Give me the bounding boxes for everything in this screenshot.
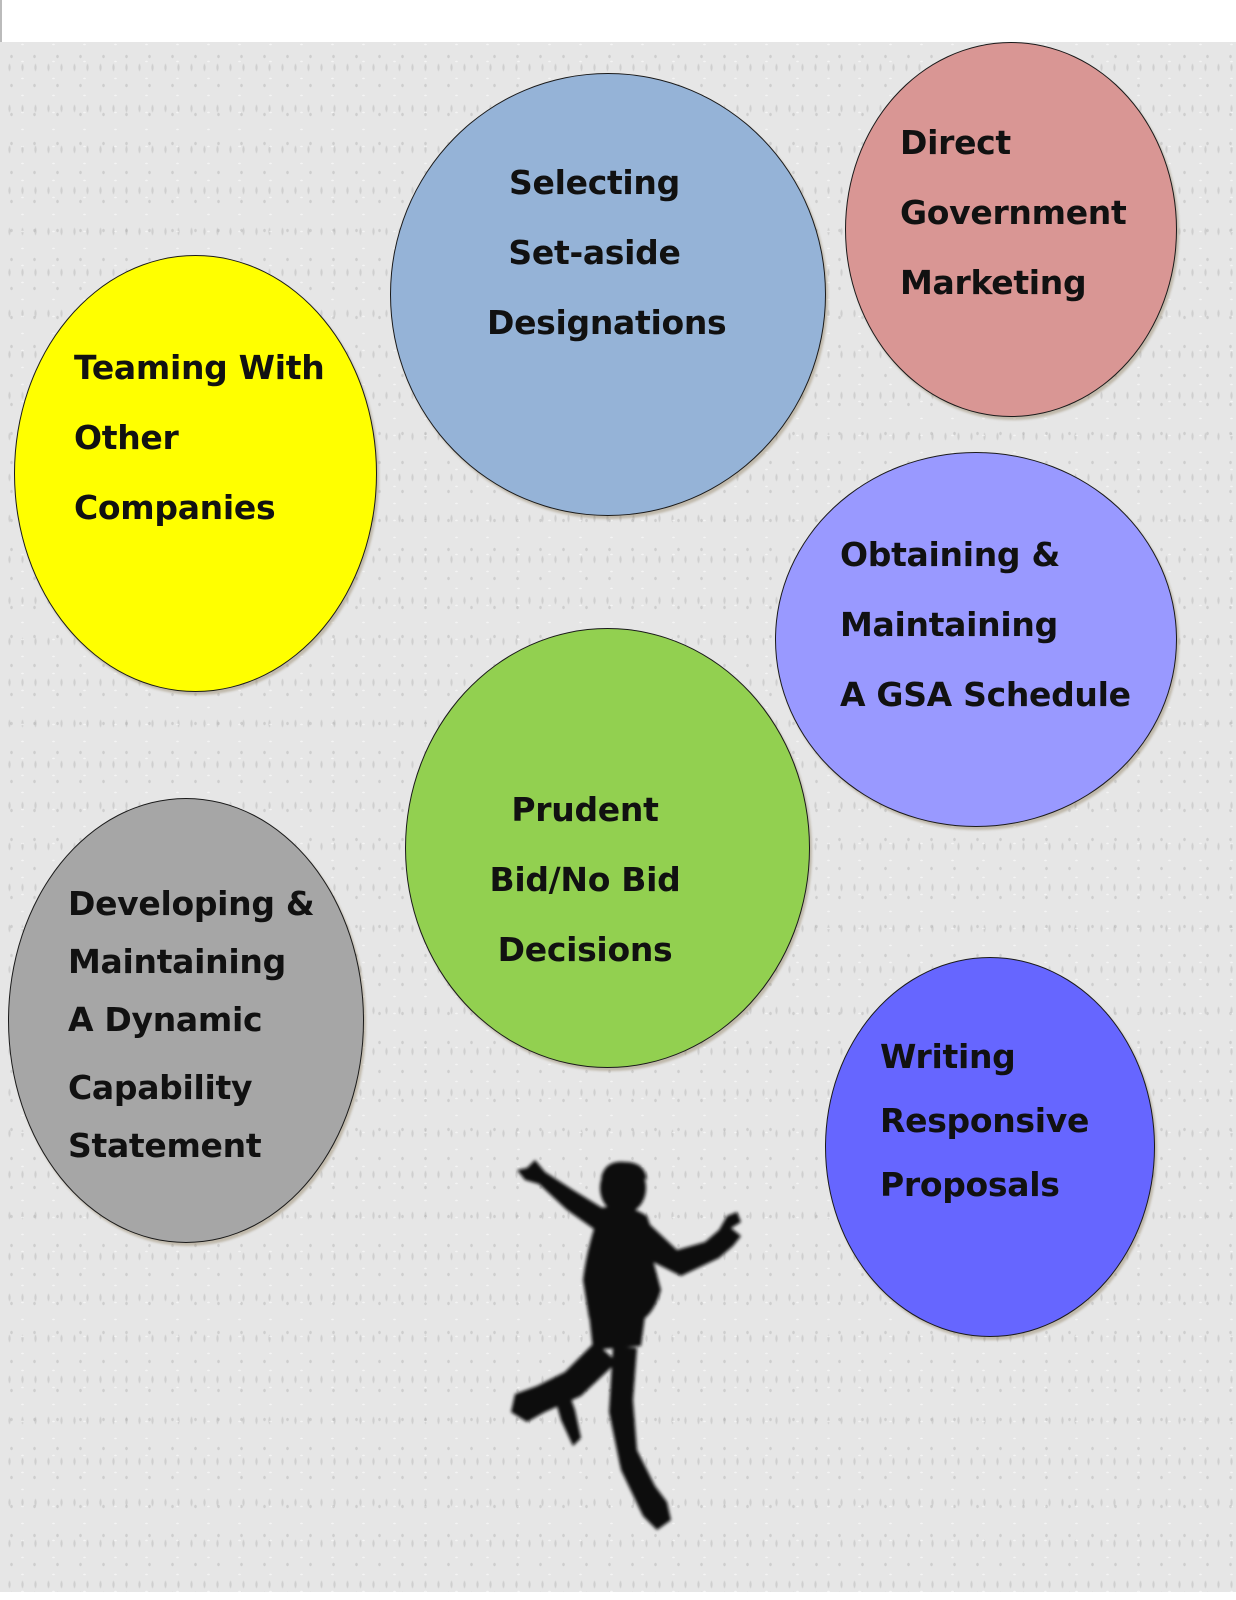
bubble-line: Capability bbox=[68, 1068, 253, 1107]
bubble-writing-responsive-proposals-text: Writing Responsive Proposals bbox=[880, 1025, 1089, 1217]
bubble-line: Prudent bbox=[511, 790, 659, 829]
bubble-set-aside-designations bbox=[390, 73, 826, 516]
bubble-bid-no-bid-decisions bbox=[405, 628, 810, 1068]
bubble-line: Designations bbox=[487, 303, 727, 342]
bubble-teaming-with-other-companies-text: Teaming With Other Companies bbox=[74, 333, 325, 543]
bubble-line: Statement bbox=[68, 1126, 262, 1165]
page-edge-line bbox=[0, 0, 2, 42]
bubble-line: Selecting bbox=[509, 163, 680, 202]
bubble-gsa-schedule bbox=[775, 452, 1177, 827]
jumping-person-silhouette-icon bbox=[511, 1160, 741, 1530]
bubble-line: Developing & bbox=[68, 884, 315, 923]
bubble-direct-government-marketing-text: Direct Government Marketing bbox=[900, 108, 1127, 318]
bubble-line: A Dynamic bbox=[68, 1000, 263, 1039]
bubble-line: Other bbox=[74, 418, 179, 457]
bubble-line: Teaming With bbox=[74, 348, 325, 387]
bubble-line: Companies bbox=[74, 488, 276, 527]
bubble-line: Marketing bbox=[900, 263, 1087, 302]
bubble-line: Proposals bbox=[880, 1165, 1060, 1204]
bubble-line: Maintaining bbox=[840, 605, 1058, 644]
bubble-gsa-schedule-text: Obtaining & Maintaining A GSA Schedule bbox=[840, 520, 1131, 730]
bubble-line: Responsive bbox=[880, 1101, 1090, 1140]
bubble-set-aside-designations-text: Selecting Set-aside Designations bbox=[487, 148, 727, 358]
bubble-line: A GSA Schedule bbox=[840, 675, 1131, 714]
bubble-line: Bid/No Bid bbox=[489, 860, 681, 899]
bubble-line: Obtaining & bbox=[840, 535, 1060, 574]
bubble-writing-responsive-proposals bbox=[825, 957, 1155, 1337]
bubble-teaming-with-other-companies bbox=[14, 255, 377, 692]
bubble-line: Government bbox=[900, 193, 1127, 232]
bubble-bid-no-bid-decisions-text: Prudent Bid/No Bid Decisions bbox=[480, 775, 690, 985]
bubble-line: Decisions bbox=[497, 930, 673, 969]
bubble-line: Maintaining bbox=[68, 942, 286, 981]
bubble-capability-statement-text: Developing & Maintaining A Dynamic Capab… bbox=[68, 875, 315, 1175]
bubble-line: Writing bbox=[880, 1037, 1016, 1076]
bubble-capability-statement bbox=[8, 798, 364, 1243]
bubble-direct-government-marketing bbox=[845, 42, 1177, 417]
bubble-line: Direct bbox=[900, 123, 1011, 162]
bubble-line: Set-aside bbox=[508, 233, 681, 272]
